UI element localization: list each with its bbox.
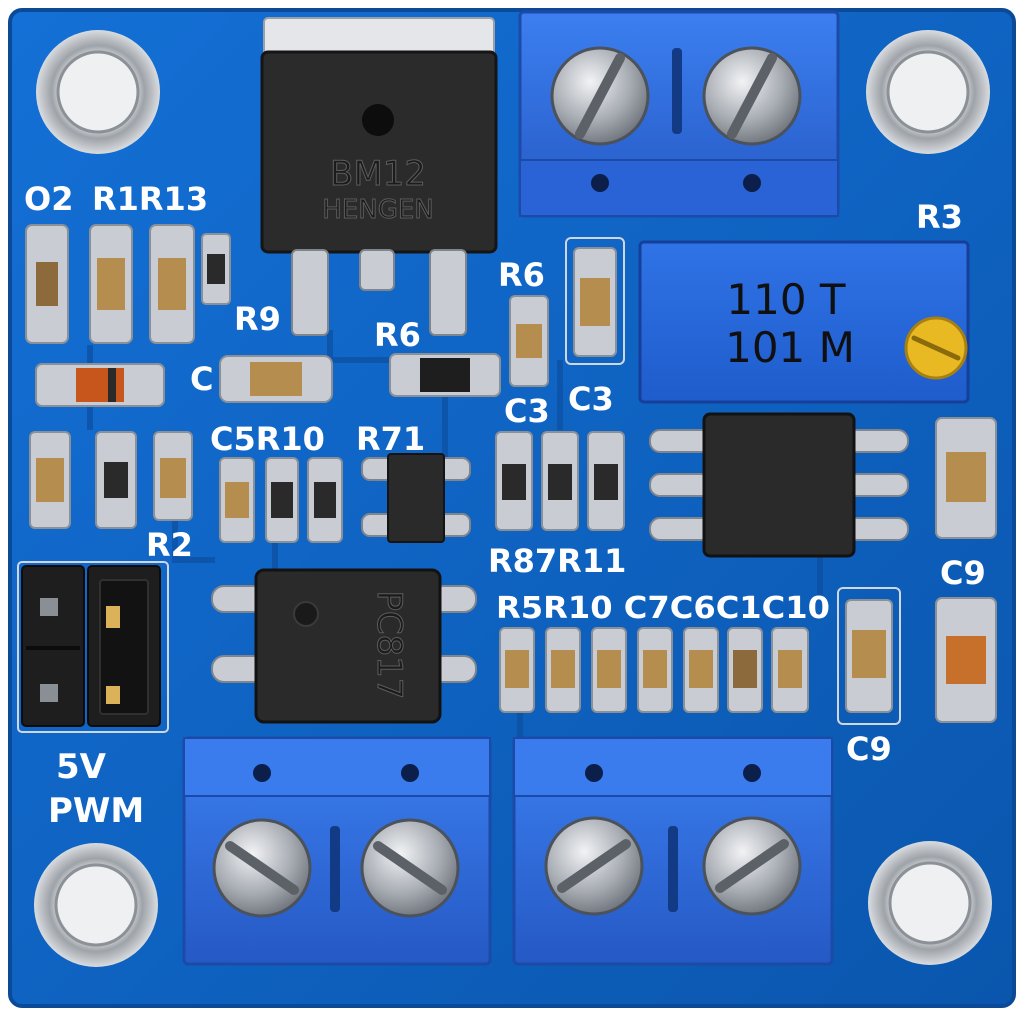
- screw-icon[interactable]: [702, 816, 802, 916]
- smd-capacitor: [219, 355, 333, 403]
- regulator-leads: [291, 249, 467, 336]
- ic-chip: [649, 412, 909, 558]
- screw-icon[interactable]: [544, 816, 644, 916]
- terminal-block-bottom-left: [182, 736, 492, 966]
- potentiometer-marking-line2: 101 M: [725, 323, 855, 372]
- smd-resistor: [587, 431, 625, 531]
- label-r6-right: R6: [498, 256, 545, 294]
- label-r71: R71: [356, 420, 425, 458]
- smd-resistor: [95, 431, 137, 529]
- adjust-screw-icon[interactable]: [904, 316, 968, 380]
- smd-capacitor: [89, 224, 133, 344]
- sot23-transistor: [361, 453, 471, 543]
- trimmer-potentiometer: 110 T 101 M: [638, 240, 970, 404]
- smd-capacitor: [591, 627, 627, 713]
- terminal-block-bottom-right: [512, 736, 834, 966]
- regulator-marking-line1: BM12: [330, 154, 426, 194]
- smd-resistor: [541, 431, 579, 531]
- potentiometer-marking-line1: 110 T: [726, 275, 846, 324]
- mounting-hole-icon: [868, 841, 992, 965]
- smd-capacitor: [499, 627, 535, 713]
- smd-capacitor: [935, 597, 997, 723]
- label-r1r13: R1R13: [92, 180, 208, 218]
- label-c-left: C: [190, 360, 213, 398]
- label-c5r10: C5R10: [210, 420, 325, 458]
- regulator-marking-line2: HENGEN: [322, 195, 433, 225]
- label-q2: O2: [24, 180, 73, 218]
- label-5v: 5V: [56, 747, 107, 787]
- label-c3-b: C3: [568, 380, 614, 418]
- smd-resistor: [307, 457, 343, 543]
- smd-capacitor: [29, 431, 71, 529]
- smd-capacitor: [545, 627, 581, 713]
- smd-capacitor: [637, 627, 673, 713]
- label-r3: R3: [916, 198, 963, 236]
- smd-resistor: [495, 431, 533, 531]
- label-c9-top: C9: [940, 554, 986, 592]
- smd-capacitor: [683, 627, 719, 713]
- screw-icon[interactable]: [212, 818, 312, 918]
- smd-capacitor: [727, 627, 763, 713]
- screw-icon[interactable]: [360, 818, 460, 918]
- smd-resistor: [265, 457, 299, 543]
- smd-capacitor: [771, 627, 809, 713]
- smd-capacitor: [837, 587, 901, 725]
- smd-capacitor: [509, 295, 549, 387]
- smd-capacitor: [935, 417, 997, 539]
- label-component-row: R5R10 C7C6C1C10: [496, 591, 830, 626]
- smd-capacitor: [565, 237, 625, 365]
- label-c9-bottom: C9: [846, 730, 892, 768]
- terminal-block-top: [518, 10, 840, 218]
- silkscreen-labels: O2 R1R13 R9 C R6 R6 C3 C3 R3 C5R10 R71 R…: [24, 180, 986, 831]
- screw-icon[interactable]: [702, 46, 802, 146]
- smd-diode: [35, 363, 165, 407]
- mounting-hole-icon: [36, 30, 160, 154]
- label-r2: R2: [146, 526, 193, 564]
- smd-resistor: [389, 353, 501, 397]
- smd-capacitor: [153, 431, 193, 521]
- optocoupler: PC817: [211, 568, 477, 724]
- smd-capacitor: [149, 224, 195, 344]
- screw-icon[interactable]: [550, 46, 650, 146]
- label-r87r11: R87R11: [488, 542, 626, 580]
- label-c3-a: C3: [504, 392, 550, 430]
- label-pwm: PWM: [48, 791, 144, 831]
- pin-header-icon[interactable]: [17, 561, 169, 733]
- mounting-hole-icon: [866, 30, 990, 154]
- smd-capacitor: [25, 224, 69, 344]
- smd-resistor: [201, 233, 231, 305]
- optocoupler-marking: PC817: [369, 590, 409, 699]
- mounting-hole-icon: [34, 843, 158, 967]
- label-r6-mid: R6: [374, 316, 421, 354]
- voltage-regulator: BM12 HENGEN: [260, 17, 498, 336]
- smd-capacitor: [219, 457, 255, 543]
- label-r9: R9: [234, 300, 281, 338]
- smd-components: [25, 224, 997, 725]
